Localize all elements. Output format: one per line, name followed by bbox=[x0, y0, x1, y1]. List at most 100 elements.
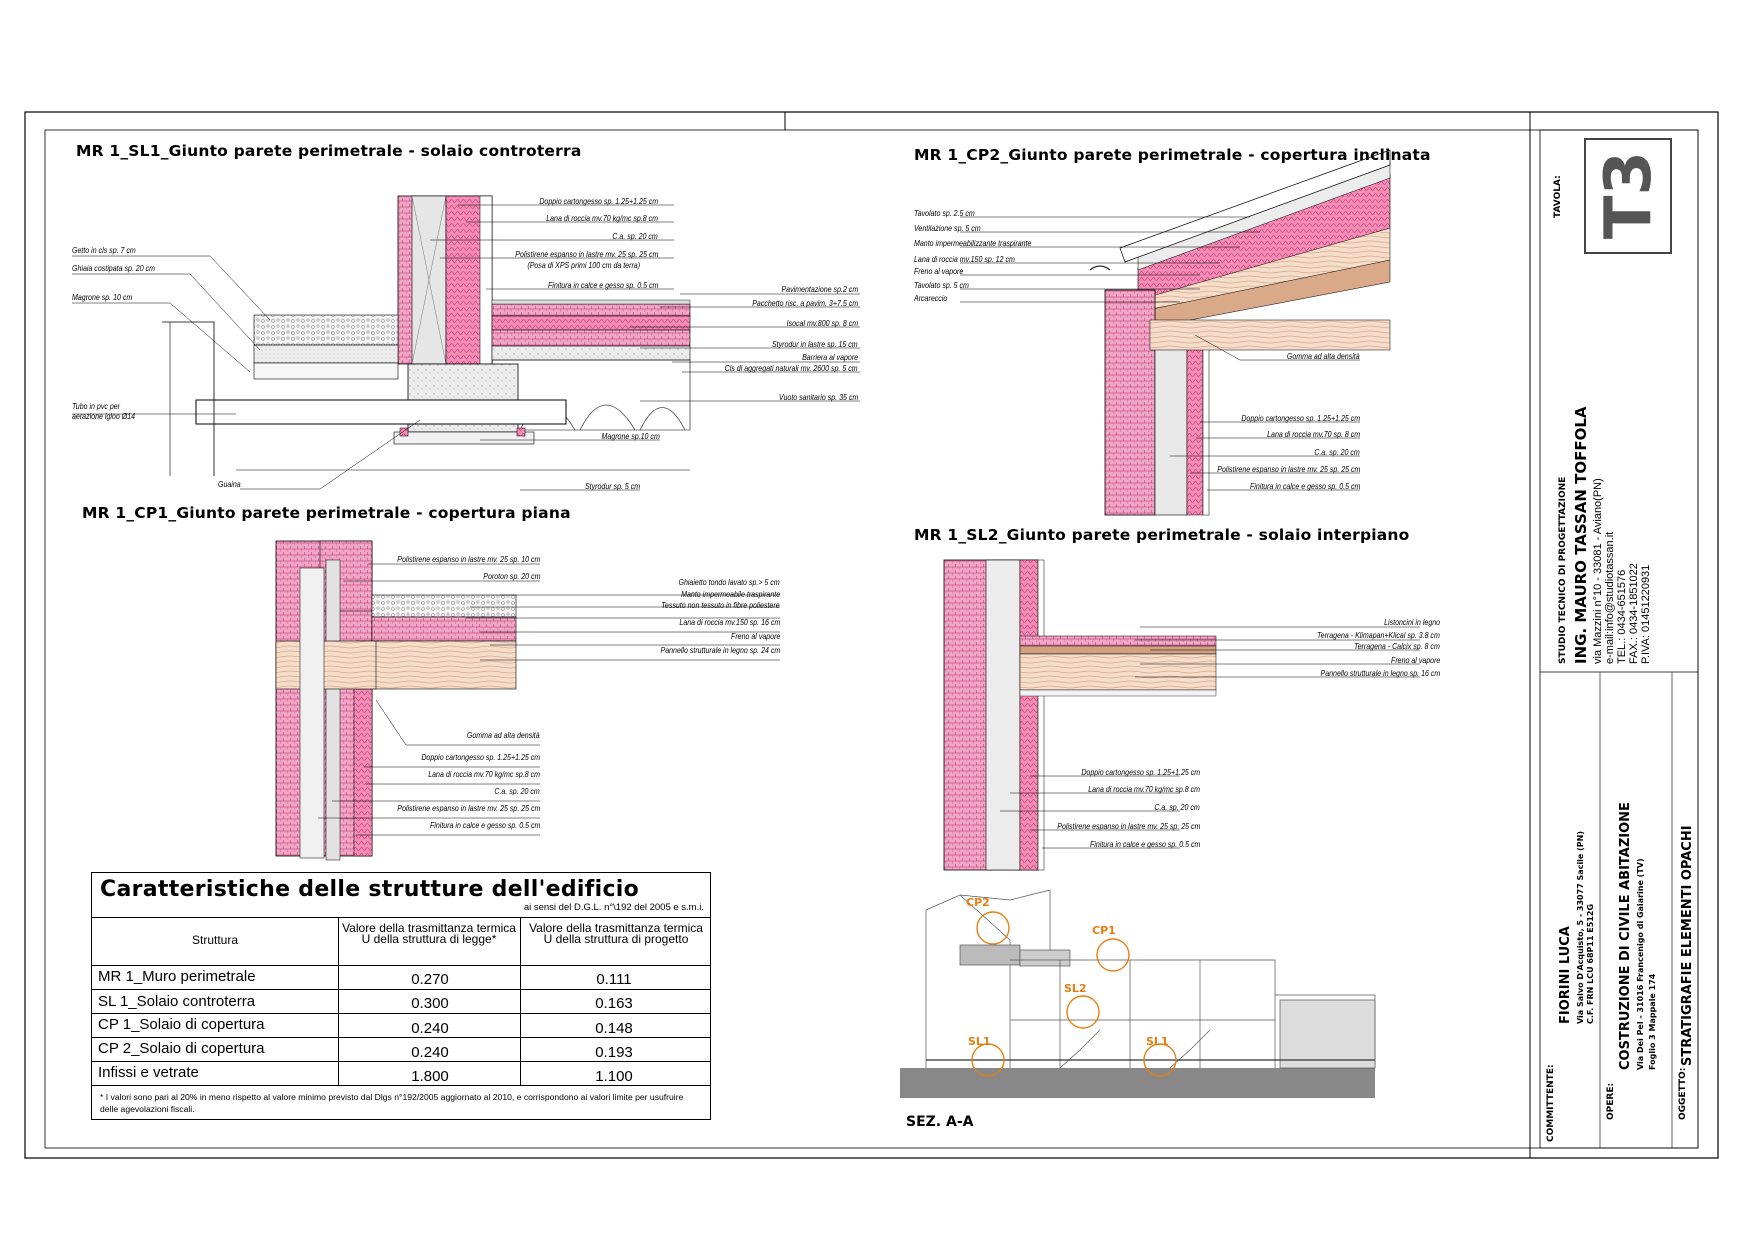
header-struttura: Struttura bbox=[191, 933, 239, 947]
cp2-label: Polistirene espanso in lastre mv. 25 sp.… bbox=[1216, 465, 1360, 474]
studio-contact: e-mail:info@studiotassan.it bbox=[1604, 531, 1616, 664]
cp1-label: Lana di roccia mv.150 sp. 16 cm bbox=[679, 618, 780, 627]
opere-label: OPERE: bbox=[1606, 1082, 1616, 1120]
sl2-label: Terragena - Calcix sp. 8 cm bbox=[1354, 642, 1440, 651]
studio-contact: via Mazzini n°10 - 33081 - Aviano(PN) bbox=[1592, 478, 1604, 664]
cp1-label: C.a. sp. 20 cm bbox=[494, 787, 540, 796]
cp2-label: Manto impermeabilizzante traspirante bbox=[914, 239, 1032, 248]
sl1-label: Ghiaia costipata sp. 20 cm bbox=[72, 264, 155, 273]
opere-title: COSTRUZIONE DI CIVILE ABITAZIONE bbox=[1618, 802, 1633, 1070]
cp1-drawing bbox=[275, 540, 780, 861]
sl2-label: Terragena - Klimapan+Klical sp. 3.8 cm bbox=[1317, 631, 1440, 640]
sl1-label: Tubo in pvc per bbox=[72, 402, 121, 411]
sl1-label: Getto in cls sp. 7 cm bbox=[72, 246, 136, 255]
sl1-label: Vuoto sanitario sp. 35 cm bbox=[778, 393, 858, 402]
cp1-label: Freno al vapore bbox=[730, 632, 780, 641]
table-cell: CP 1_Solaio di copertura bbox=[98, 1016, 265, 1033]
sl1-label: Magrone sp.10 cm bbox=[601, 432, 660, 441]
sl2-label: Polistirene espanso in lastre mv. 25 sp.… bbox=[1056, 822, 1200, 831]
engineer-name: ING. MAURO TASSAN TOFFOLA bbox=[1572, 406, 1590, 664]
sl1-label: Pacchetto risc. a pavim. 3+7.5 cm bbox=[752, 299, 858, 308]
sl1-label: C.a. sp. 20 cm bbox=[612, 232, 658, 241]
committente-cf: C.F. FRN LCU 68P11 E512G bbox=[1586, 903, 1595, 1024]
cp1-label: Finitura in calce e gesso sp. 0.5 cm bbox=[429, 821, 540, 830]
table-cell: 0.300 bbox=[411, 995, 449, 1012]
sl1-label: Guaina bbox=[218, 480, 241, 489]
section-marker-sl1: SL1 bbox=[1146, 1035, 1169, 1048]
opere-foglio: Foglio 3 Mappale 174 bbox=[1648, 973, 1657, 1070]
section-marker-cp2: CP2 bbox=[966, 896, 990, 909]
table-cell: SL 1_Solaio controterra bbox=[98, 993, 256, 1010]
sl1-label: Pavimentazione sp.2 cm bbox=[781, 285, 858, 294]
table-cell: 0.193 bbox=[595, 1044, 633, 1061]
committente-label: COMMITTENTE: bbox=[1546, 1064, 1556, 1142]
table-cell: Infissi e vetrate bbox=[98, 1064, 199, 1081]
sl2-label: Finitura in calce e gesso sp. 0.5 cm bbox=[1089, 840, 1200, 849]
cp2-label: Freno al vapore bbox=[914, 267, 964, 276]
section-marker-sl1: SL1 bbox=[968, 1035, 991, 1048]
cp1-label: Manto impermeabile traspirante bbox=[680, 590, 780, 599]
sl2-label: C.a. sp. 20 cm bbox=[1154, 803, 1200, 812]
section-markers bbox=[971, 911, 1177, 1077]
cp1-label: Pannello strutturale in legno sp. 24 cm bbox=[660, 646, 780, 655]
sl1-label: (Posa di XPS primi 100 cm da terra) bbox=[527, 261, 640, 270]
oggetto-title: STRATIGRAFIE ELEMENTI OPACHI bbox=[1680, 825, 1695, 1066]
section-marker-sl2: SL2 bbox=[1064, 982, 1087, 995]
table-cell: 0.163 bbox=[595, 995, 633, 1012]
cp2-label: Lana di roccia mv.70 sp. 8 cm bbox=[1266, 430, 1360, 439]
sl1-label: aerazione igloo Ø14 bbox=[72, 412, 136, 421]
cp1-label: Poroton sp. 20 cm bbox=[482, 572, 540, 581]
tavola-number-box: T3 bbox=[1589, 140, 1669, 250]
sl1-label: Styrodur sp. 5 cm bbox=[584, 482, 640, 491]
table-cell: 1.100 bbox=[595, 1068, 633, 1085]
sl1-title: MR 1_SL1_Giunto parete perimetrale - sol… bbox=[76, 142, 582, 160]
cp1-label: Polistirene espanso in lastre mv. 25 sp.… bbox=[396, 555, 540, 564]
cp1-label: Tessuto non tessuto in fibre poliestere bbox=[661, 601, 780, 610]
sl1-label: Finitura in calce e gesso sp. 0.5 cm bbox=[547, 281, 658, 290]
sl1-label: Styrodur in lastre sp. 15 cm bbox=[772, 340, 858, 349]
header-legge: Valore della trasmittanza termica U dell… bbox=[342, 921, 516, 946]
cp2-label: C.a. sp. 20 cm bbox=[1314, 448, 1360, 457]
table-title: Caratteristiche delle strutture dell'edi… bbox=[100, 877, 640, 902]
cp2-label: Finitura in calce e gesso sp. 0.5 cm bbox=[1249, 482, 1360, 491]
table-footnote: * I valori sono pari al 20% in meno risp… bbox=[100, 1092, 684, 1114]
section-caption: SEZ. A-A bbox=[906, 1114, 974, 1130]
table-cell: 0.270 bbox=[411, 971, 449, 988]
cp1-label: Polistirene espanso in lastre mv. 25 sp.… bbox=[396, 804, 540, 813]
sl1-label: Cls di aggregati naturali mv. 2600 sp. 5… bbox=[725, 364, 858, 373]
sl2-label: Doppio cartongesso sp. 1.25+1.25 cm bbox=[1081, 768, 1200, 777]
table-cell: CP 2_Solaio di copertura bbox=[98, 1040, 265, 1057]
transmittance-table: Caratteristiche delle strutture dell'edi… bbox=[91, 872, 711, 1120]
cp2-label: Ventilazione sp. 5 cm bbox=[914, 224, 981, 233]
cp2-label: Lana di roccia mv.150 sp. 12 cm bbox=[914, 255, 1015, 264]
header-progetto: Valore della trasmittanza termica U dell… bbox=[529, 921, 703, 946]
studio-contact: FAX.: 0434-1851022 bbox=[1628, 563, 1640, 664]
cp2-label: Tavolato sp. 2.5 cm bbox=[914, 209, 975, 218]
table-cell: MR 1_Muro perimetrale bbox=[98, 968, 256, 985]
cp1-title: MR 1_CP1_Giunto parete perimetrale - cop… bbox=[82, 504, 571, 522]
cp2-title: MR 1_CP2_Giunto parete perimetrale - cop… bbox=[914, 146, 1431, 164]
sl1-label: Lana di roccia mv.70 kg/mc sp.8 cm bbox=[546, 214, 658, 223]
cp1-label: Gomma ad alta densità bbox=[467, 731, 540, 740]
cp1-label: Doppio cartongesso sp. 1.25+1.25 cm bbox=[421, 753, 540, 762]
table-cell: 0.111 bbox=[596, 971, 632, 988]
sl1-label: Isocal mv.800 sp. 8 cm bbox=[786, 319, 858, 328]
studio-heading: STUDIO TECNICO DI PROGETTAZIONE bbox=[1558, 476, 1568, 664]
sl1-label: Barriera al vapore bbox=[802, 353, 858, 362]
cp1-label: Lana di roccia mv.70 kg/mc sp.8 cm bbox=[428, 770, 540, 779]
sl1-label: Magrone sp. 10 cm bbox=[72, 293, 133, 302]
sl2-title: MR 1_SL2_Giunto parete perimetrale - sol… bbox=[914, 526, 1410, 544]
section-a-a bbox=[900, 889, 1376, 1098]
sl1-label: Polistirene espanso in lastre mv. 25 sp.… bbox=[514, 250, 658, 259]
cp2-label: Tavolato sp. 5 cm bbox=[914, 281, 969, 290]
cp1-label: Ghiaietto tondo lavato sp.> 5 cm bbox=[678, 578, 780, 587]
tavola-number: T3 bbox=[1592, 150, 1666, 240]
table-subtitle: ai sensi del D.G.L. n°\192 del 2005 e s.… bbox=[523, 902, 704, 913]
table-cell: 0.148 bbox=[595, 1020, 633, 1037]
table-cell: 0.240 bbox=[411, 1020, 449, 1037]
studio-contact: TEL.: 0434-651576 bbox=[1616, 569, 1628, 664]
sl2-label: Freno al vapore bbox=[1390, 656, 1440, 665]
table-cell: 1.800 bbox=[411, 1068, 449, 1085]
cp2-drawing bbox=[960, 149, 1391, 516]
